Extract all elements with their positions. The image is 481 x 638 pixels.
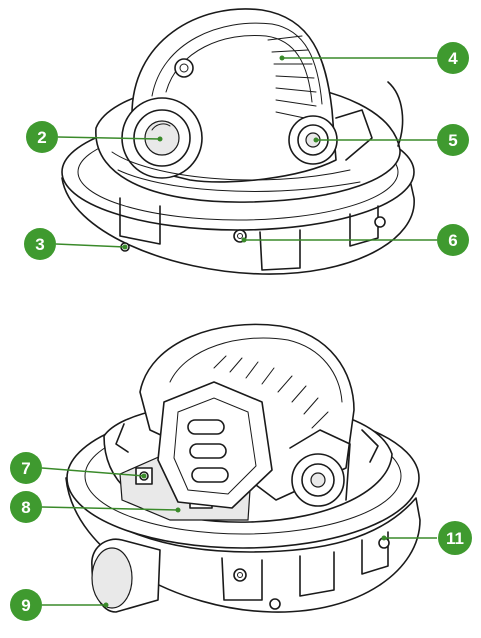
bottom-vent-slot-1 <box>187 419 225 435</box>
callout-9: 9 <box>10 589 109 621</box>
bottom-skirt-boss-center <box>221 557 263 601</box>
top-ir-bracket <box>335 109 373 161</box>
bottom-skirt-screw-right <box>269 598 281 610</box>
bottom-cooling-fins <box>213 355 329 429</box>
top-skirt-boss-left <box>119 197 161 245</box>
top-lens-glare <box>151 123 171 131</box>
callout-5-label: 5 <box>448 131 457 150</box>
callout-3: 3 <box>24 228 128 260</box>
callout-2: 2 <box>26 121 163 153</box>
callout-8-label: 8 <box>21 498 30 517</box>
bottom-lens-block-face <box>173 397 257 495</box>
bottom-skirt-boss-right <box>299 551 335 597</box>
top-camera-illustration <box>61 8 415 275</box>
callout-7-label: 7 <box>21 459 30 478</box>
callout-8: 8 <box>10 491 181 523</box>
callout-4-label: 4 <box>448 49 458 68</box>
callout-5: 5 <box>313 124 469 156</box>
top-dome-shell-rib <box>151 22 323 105</box>
callout-6-label: 6 <box>448 231 457 250</box>
bottom-skirt-screw-inner <box>237 572 243 578</box>
callout-7: 7 <box>10 452 147 484</box>
bottom-vent-slot-3 <box>191 467 229 483</box>
bottom-vent-slot-2 <box>189 443 227 459</box>
bottom-ir-bracket <box>289 429 351 501</box>
callout-3-label: 3 <box>35 235 44 254</box>
callout-11-label: 11 <box>446 529 464 548</box>
bottom-ir-module-lens <box>310 472 326 488</box>
bottom-dome-rib <box>169 337 343 403</box>
callout-4: 4 <box>279 42 469 74</box>
bottom-conduit-opening <box>91 547 133 609</box>
top-cooling-fins <box>267 35 317 121</box>
bottom-skirt-boss-far-right <box>361 531 389 575</box>
callout-9-label: 9 <box>21 596 30 615</box>
bottom-tie-strap-left <box>115 423 129 453</box>
bottom-camera-illustration <box>65 323 421 613</box>
callout-2-label: 2 <box>37 128 46 147</box>
top-dome-screw-inner <box>179 63 189 73</box>
callout-11: 11 <box>381 521 472 555</box>
top-skirt-screw-center-inner <box>237 233 243 239</box>
callouts: 2 3 4 5 6 <box>10 42 472 621</box>
callout-6: 6 <box>241 224 469 256</box>
top-skirt-boss-right <box>259 229 301 271</box>
top-skirt-screw-right <box>374 216 386 228</box>
top-dome-screw <box>174 58 194 78</box>
bottom-skirt-screw <box>233 568 247 582</box>
top-ring-detail <box>111 151 361 192</box>
bottom-tie-strap-right <box>361 429 379 463</box>
